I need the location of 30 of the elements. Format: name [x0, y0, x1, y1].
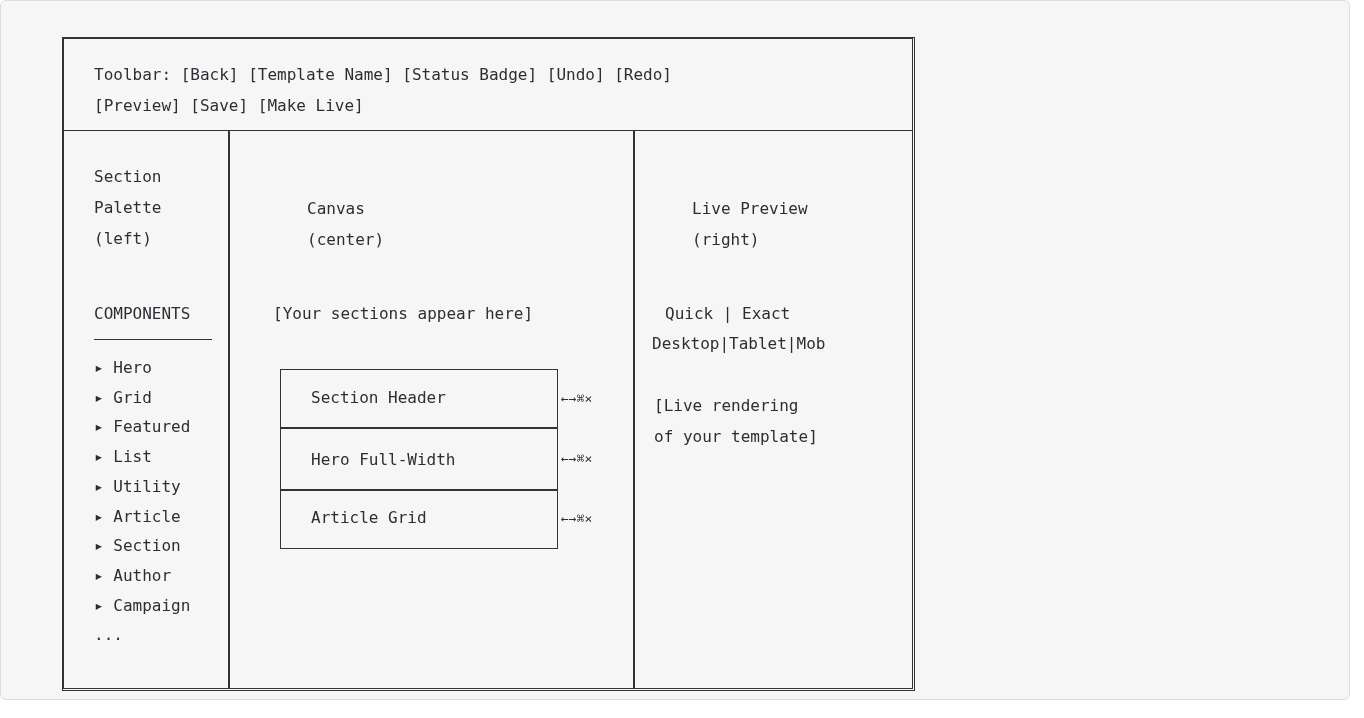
list-item: ▸ Author: [94, 564, 173, 587]
list-item: ▸ List: [94, 446, 153, 469]
canvas-panel: [228, 130, 635, 689]
list-item: ▸ Featured: [94, 416, 192, 439]
device-toggle: Desktop|Tablet|Mob: [652, 328, 872, 359]
panel-title: Canvas (center): [307, 198, 386, 251]
layout-frame: [62, 37, 915, 691]
placeholder-text: [Your sections appear here]: [273, 303, 535, 325]
list-item: ...: [94, 624, 124, 647]
preview-panel: [633, 130, 913, 689]
view-toggle: Quick | Exact: [665, 298, 865, 329]
section-title: Hero Full-Width: [311, 449, 457, 471]
list-item: ▸ Hero: [94, 357, 153, 379]
list-item: ▸ Article: [94, 505, 182, 528]
palette-panel: [63, 130, 230, 689]
list-item: ▸ Utility: [94, 475, 182, 498]
section-title: Section Header: [311, 387, 447, 409]
list-heading: COMPONENTS: [94, 303, 192, 325]
list-item: ▸ Campaign: [94, 594, 192, 617]
action-icons: ←→⌘×: [561, 490, 593, 547]
placeholder-note: [Live rendering of your template]: [653, 395, 819, 448]
toolbar-band: [63, 38, 913, 131]
section-title: Article Grid: [311, 507, 428, 529]
list-item: ▸ Section: [94, 535, 182, 558]
panel-title: Live Preview (right): [692, 198, 809, 251]
panel-title: Section Palette (left): [94, 166, 163, 250]
toolbar-description: Toolbar: [Back] [Template Name] [Status Badge] [Undo] [Redo] [Preview] [Save] [Make Live]: [94, 64, 673, 117]
action-icons: ←→⌘×: [561, 428, 593, 489]
list-item: ▸ Grid: [94, 386, 153, 409]
action-icons: ←→⌘×: [561, 370, 593, 427]
